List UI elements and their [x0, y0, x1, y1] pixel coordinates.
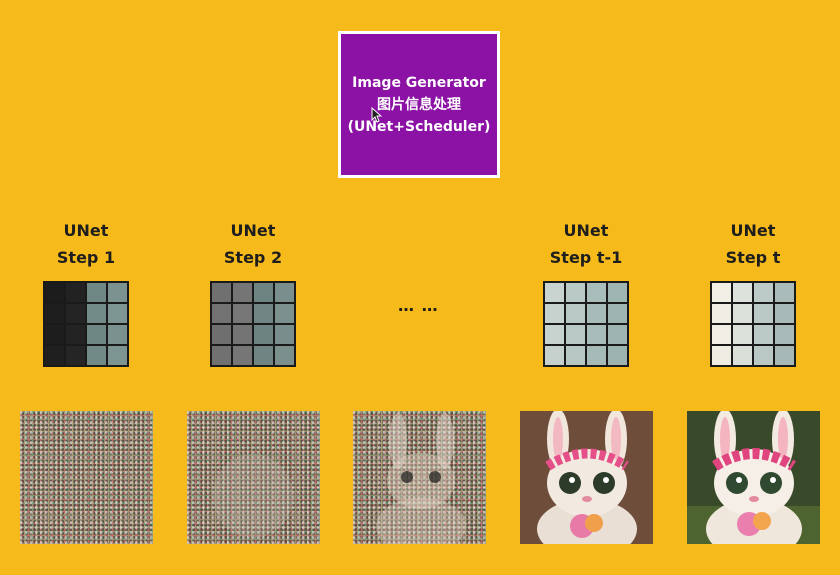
latent-cell [233, 346, 252, 365]
latent-cell [754, 283, 773, 302]
latent-cell [66, 346, 85, 365]
latent-cell [254, 283, 273, 302]
step-label-t-minus-1: UNet Step t-1 [521, 217, 651, 271]
latent-cell [754, 304, 773, 323]
latent-cell [212, 283, 231, 302]
latent-cell [775, 283, 794, 302]
latent-cell [608, 325, 627, 344]
latent-grid-step-t [710, 281, 796, 367]
latent-cell [275, 283, 294, 302]
latent-cell [712, 304, 731, 323]
step-label-t: UNet Step t [688, 217, 818, 271]
ellipsis: … … [398, 296, 439, 315]
latent-cell [608, 346, 627, 365]
latent-cell [587, 325, 606, 344]
latent-cell [608, 304, 627, 323]
step-2-line1: UNet [230, 221, 276, 240]
image-generator-box: Image Generator 图片信息处理 (UNet+Scheduler) [338, 31, 500, 178]
latent-cell [733, 304, 752, 323]
mouse-cursor-icon [371, 107, 383, 123]
latent-cell [275, 346, 294, 365]
latent-cell [545, 325, 564, 344]
latent-cell [275, 304, 294, 323]
noise-image-intermediate [353, 411, 486, 544]
latent-cell [545, 346, 564, 365]
latent-cell [254, 325, 273, 344]
noise-image-step-1 [20, 411, 153, 544]
latent-cell [108, 325, 127, 344]
generator-components: (UNet+Scheduler) [347, 118, 491, 135]
step-label-1: UNet Step 1 [21, 217, 151, 271]
latent-cell [712, 325, 731, 344]
latent-cell [775, 346, 794, 365]
latent-cell [566, 304, 585, 323]
latent-cell [87, 325, 106, 344]
latent-cell [754, 346, 773, 365]
latent-cell [587, 346, 606, 365]
latent-cell [566, 346, 585, 365]
latent-cell [87, 283, 106, 302]
latent-cell [45, 346, 64, 365]
latent-cell [45, 283, 64, 302]
latent-cell [712, 346, 731, 365]
latent-cell [754, 325, 773, 344]
latent-cell [108, 283, 127, 302]
latent-cell [545, 283, 564, 302]
latent-cell [45, 304, 64, 323]
latent-cell [66, 283, 85, 302]
generator-subtitle: 图片信息处理 [377, 96, 461, 113]
latent-cell [566, 283, 585, 302]
step-t-line1: UNet [730, 221, 776, 240]
latent-cell [108, 346, 127, 365]
latent-cell [545, 304, 564, 323]
latent-cell [275, 325, 294, 344]
latent-cell [212, 346, 231, 365]
latent-cell [212, 304, 231, 323]
latent-cell [233, 325, 252, 344]
latent-cell [45, 325, 64, 344]
latent-cell [733, 346, 752, 365]
step-t-minus-1-line2: Step t-1 [549, 248, 623, 267]
latent-cell [108, 304, 127, 323]
generator-title: Image Generator [352, 74, 486, 91]
latent-cell [712, 283, 731, 302]
latent-cell [254, 304, 273, 323]
latent-cell [87, 304, 106, 323]
latent-grid-step-2 [210, 281, 296, 367]
latent-cell [233, 283, 252, 302]
step-1-line1: UNet [63, 221, 109, 240]
latent-grid-step-1 [43, 281, 129, 367]
step-t-line2: Step t [725, 248, 781, 267]
bunny-image-step-t-minus-1 [520, 411, 653, 544]
latent-cell [587, 304, 606, 323]
latent-cell [733, 325, 752, 344]
step-label-2: UNet Step 2 [188, 217, 318, 271]
latent-grid-step-t-minus-1 [543, 281, 629, 367]
step-2-line2: Step 2 [223, 248, 283, 267]
latent-cell [733, 283, 752, 302]
noise-image-step-2 [187, 411, 320, 544]
latent-cell [587, 283, 606, 302]
latent-cell [608, 283, 627, 302]
step-t-minus-1-line1: UNet [563, 221, 609, 240]
latent-cell [66, 325, 85, 344]
latent-cell [66, 304, 85, 323]
latent-cell [212, 325, 231, 344]
latent-cell [233, 304, 252, 323]
bunny-image-step-t [687, 411, 820, 544]
latent-cell [566, 325, 585, 344]
latent-cell [254, 346, 273, 365]
latent-cell [775, 304, 794, 323]
step-1-line2: Step 1 [56, 248, 116, 267]
latent-cell [87, 346, 106, 365]
latent-cell [775, 325, 794, 344]
